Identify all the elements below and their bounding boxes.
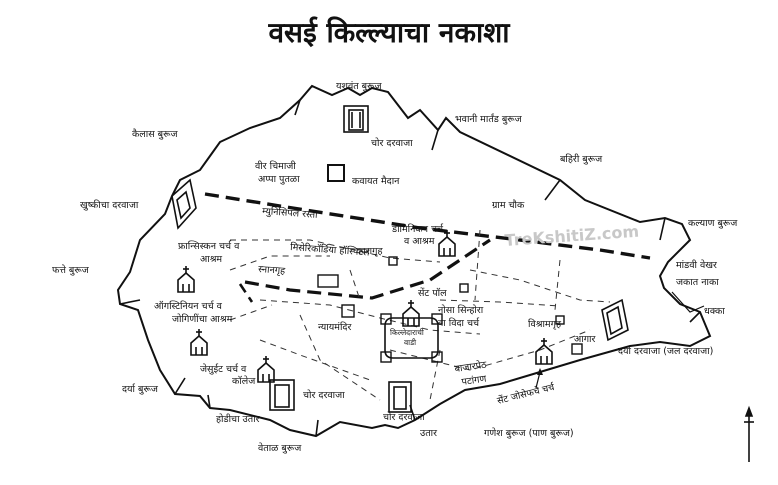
label-nossa-church: नोसा सिन्होरा — [438, 304, 484, 316]
label-kailas-buruj: कैलास बुरूज — [132, 128, 178, 140]
gate-chor-darwaja-bottom — [388, 381, 412, 413]
thin-roads — [229, 229, 611, 401]
label-hodiche-utar: होडीचा उतार — [216, 413, 261, 425]
church-icon-saint-joseph — [535, 338, 553, 365]
label-augustinian-church: ऑगस्टिनियन चर्च व — [154, 300, 223, 312]
label-utar: उतार — [420, 428, 438, 439]
label-ganesh-buruj: गणेश बुरूज (पाण बुरूज) — [484, 427, 574, 439]
label-bhavani-martand-buruj: भवानी मार्तंड बुरूज — [455, 113, 523, 125]
church-icon-dominican — [438, 230, 456, 257]
label-vetal-buruj: वेताळ बुरूज — [258, 442, 302, 454]
label-dhakka: धक्का — [704, 306, 725, 317]
label-killedarachi-wadi2: वाडी — [404, 338, 417, 347]
label-fatte-buruj: फत्ते बुरूज — [52, 264, 90, 276]
divider-thick — [204, 192, 651, 260]
church-icon-jesuit — [257, 356, 275, 383]
label-yashwant-buruj: यशवंत बुरूज — [336, 81, 382, 92]
gate-chor-darwaja-mid — [269, 379, 295, 411]
label-gram-chowk: ग्राम चौक — [492, 199, 525, 211]
label-municipal-rasta: म्युनिसिपल रस्ता — [262, 205, 319, 221]
label-dominican-church: डॉमिनिकन चर्च — [391, 223, 444, 235]
label-nyayamandir: न्यायमंदिर — [318, 321, 352, 333]
label-appa-putla: अप्पा पुतळा — [258, 174, 300, 185]
label-bajarpeth: बाजारपेठ — [454, 359, 488, 375]
label-snangruh: स्नानगृह — [258, 264, 287, 277]
church-icon-franciscan — [177, 266, 195, 293]
label-aagar: आगार — [574, 334, 597, 345]
label-kalyan-buruj: कल्याण बुरूज — [688, 218, 738, 229]
label-mandvi-wakhar: मांडवी वेखर — [676, 259, 718, 271]
label-misericordia-hospital: मिसेरिकॉर्डिया हॉस्पिटल — [290, 241, 371, 259]
label-jesuit-church: जेसुईट चर्च व — [200, 363, 247, 375]
label-khushkichya-darwaja: खुष्कीचा दरवाजा — [80, 199, 139, 211]
label-dominican-ashram: व आश्रम — [404, 236, 435, 247]
church-icon-augustinian — [190, 329, 208, 356]
label-vishramgruh: विश्रामगृह — [528, 318, 562, 330]
north-arrow-icon — [744, 405, 754, 462]
label-karagruh: कारागृह — [356, 246, 383, 257]
road-thick-lower — [244, 238, 491, 300]
gate-darya-darwaja — [601, 298, 629, 342]
label-darya-buruj: दर्या बुरूज — [122, 383, 159, 395]
label-nossa-church2: वा विदा चर्च — [438, 317, 480, 329]
label-jesuit-college: कॉलेज — [232, 375, 256, 387]
label-chor-darwaja-mid: चोर दरवाजा — [303, 389, 345, 401]
label-saint-paul: सेंट पॉल — [418, 287, 447, 299]
label-darya-darwaja: दर्या दरवाजा (जल दरवाजा) — [618, 345, 713, 357]
label-bahiri-buruj: बहिरी बुरूज — [560, 153, 603, 165]
label-saint-joseph: सेंट जोसेफचे चर्च — [496, 381, 557, 407]
label-chor-darwaja-bottom: चोर दरवाजा — [383, 411, 425, 423]
label-franciscan-church: फ्रान्सिस्कन चर्च व — [178, 240, 240, 252]
bastion-marks — [119, 99, 701, 437]
label-jakat-naka: जकात नाका — [676, 277, 719, 288]
jetty — [671, 291, 705, 313]
label-franciscan-ashram: आश्रम — [200, 254, 222, 265]
label-kawayat-maidan: कवायत मैदान — [352, 175, 400, 187]
label-bajarpeth2: पटांगण — [461, 374, 487, 388]
road-thick-lower2 — [238, 283, 254, 303]
gate-khushki-darwaja — [171, 178, 197, 230]
killedar-wadi-building — [384, 317, 439, 359]
monument-squares — [317, 164, 583, 355]
label-killedarachi-wadi: किल्लेदाराची — [390, 328, 425, 337]
map-title: वसई किल्ल्याचा नकाशा — [267, 16, 511, 49]
church-icon-saint-paul — [402, 300, 420, 327]
gate-chor-darwaja-top — [343, 105, 369, 133]
label-augustinian-ashram: जोगिणींचा आश्रम — [172, 313, 233, 325]
label-veer-chimaji: वीर चिमाजी — [255, 160, 296, 172]
label-chor-darwaja-top: चोर दरवाजा — [371, 137, 413, 149]
fort-outline — [116, 84, 712, 438]
